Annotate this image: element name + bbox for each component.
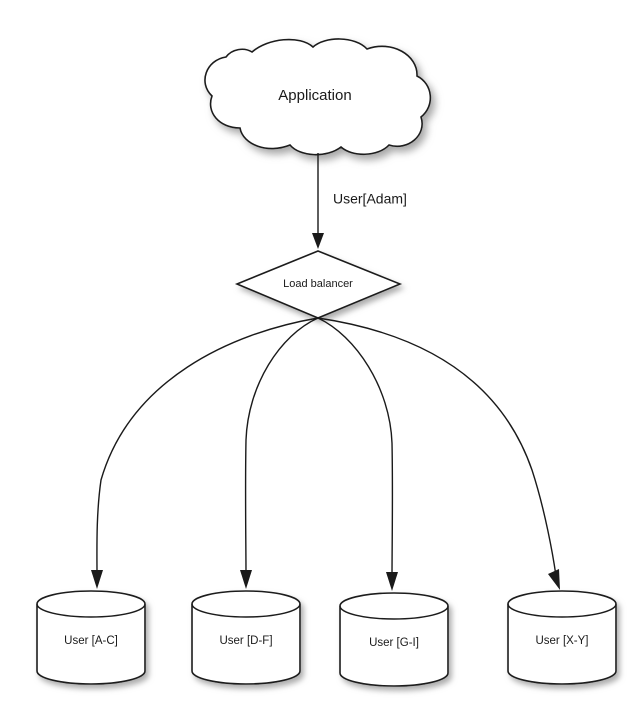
database-icon	[36, 590, 146, 685]
cloud-icon	[204, 38, 432, 156]
edge-curve-db-3	[317, 317, 557, 577]
node-load-balancer[interactable]: Load balancer	[234, 250, 403, 319]
arrow-head-db-0	[91, 570, 103, 589]
edge-label-user-adam: User[Adam]	[333, 191, 407, 207]
database-icon	[339, 592, 449, 687]
arrow-head-db-3	[548, 569, 560, 590]
node-database-1[interactable]: User [D-F]	[191, 590, 301, 685]
database-1-label: User [D-F]	[219, 635, 272, 647]
node-database-0[interactable]: User [A-C]	[36, 590, 146, 685]
edge-curve-db-2	[317, 317, 394, 578]
database-icon	[507, 590, 617, 685]
arrow-head-db-1	[240, 570, 252, 589]
database-icon	[191, 590, 301, 685]
application-label: Application	[278, 87, 351, 104]
database-2-label: User [G-I]	[369, 637, 419, 649]
edge-curve-db-0	[96, 317, 319, 576]
node-database-3[interactable]: User [X-Y]	[507, 590, 617, 685]
edge-lb-to-db-1	[240, 317, 319, 589]
database-3-label: User [X-Y]	[535, 635, 588, 647]
edge-lb-to-db-0	[91, 317, 319, 589]
load-balancer-label: Load balancer	[283, 278, 353, 290]
node-database-2[interactable]: User [G-I]	[339, 592, 449, 687]
arrow-head-db-2	[386, 572, 398, 591]
database-0-label: User [A-C]	[64, 635, 118, 647]
edge-application-to-load-balancer: User[Adam]	[312, 153, 407, 249]
edge-lb-to-db-2	[317, 317, 398, 591]
node-application[interactable]: Application	[204, 38, 432, 156]
arrow-head-load-balancer	[312, 233, 324, 249]
edge-curve-db-1	[244, 317, 319, 576]
edge-lb-to-db-3	[317, 317, 560, 590]
